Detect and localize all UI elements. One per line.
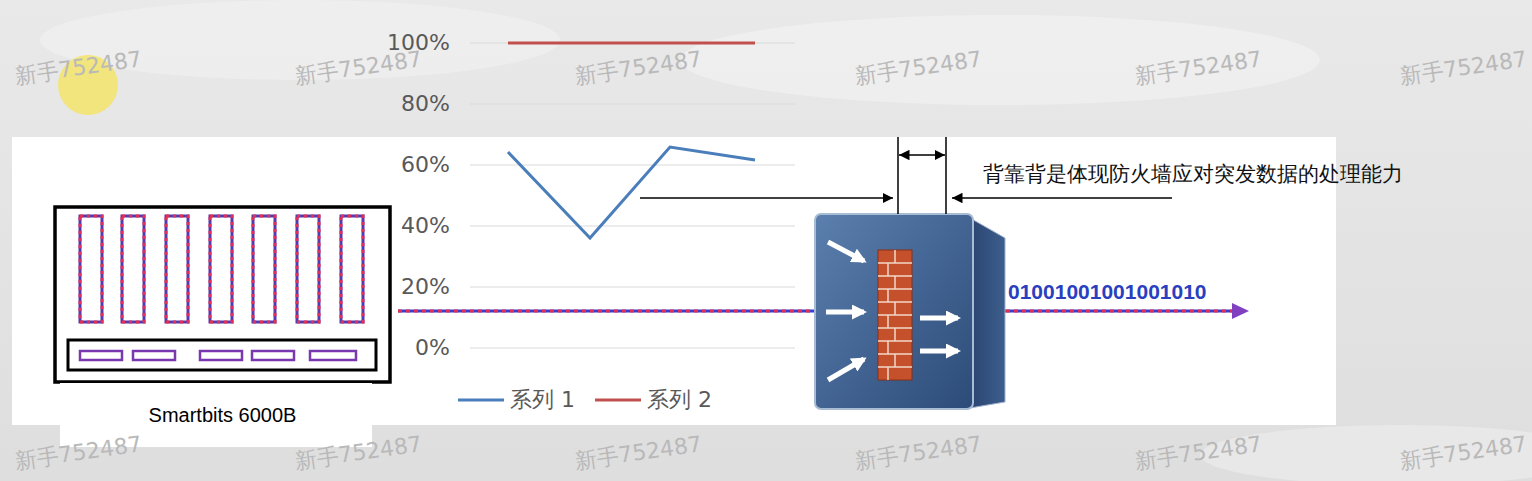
gridline (470, 103, 795, 104)
axis-label: 60% (370, 152, 450, 178)
slot-dash (297, 216, 319, 322)
brick-mortar (878, 250, 912, 380)
mortar (894, 354, 896, 367)
slot-dash (341, 216, 363, 322)
flow-arrow (828, 242, 864, 261)
legend-text: 系列 2 (647, 387, 712, 413)
series-1-line (508, 147, 755, 238)
series-2-line (508, 42, 755, 45)
device-label: Smartbits 6000B (149, 403, 297, 427)
legend-swatch (458, 387, 504, 413)
legend-swatch (595, 387, 641, 413)
slot-dash (122, 216, 144, 322)
flow-arrow (920, 349, 958, 354)
slot-dash (166, 216, 188, 322)
legend-entry: 系列 1 (458, 387, 575, 413)
flow-arrow (828, 359, 864, 380)
slot-dash (253, 216, 275, 322)
device-ports (80, 351, 356, 360)
flow-arrow (920, 316, 958, 321)
slot-dash (210, 216, 232, 322)
slot (80, 216, 102, 322)
device-slots-dash (80, 216, 363, 322)
slot (166, 216, 188, 322)
traffic-arrowhead (1232, 303, 1249, 319)
gridline (470, 347, 795, 348)
device-housing (55, 207, 390, 382)
slot (253, 216, 275, 322)
axis-label: 40% (370, 213, 450, 239)
gridline (470, 225, 795, 226)
cloud (680, 15, 1320, 105)
gridline (470, 42, 795, 43)
port (310, 351, 356, 360)
dimension-arrow (899, 154, 945, 156)
legend-text: 系列 1 (510, 387, 575, 413)
axis-label: 80% (370, 91, 450, 117)
brick-wall (878, 250, 912, 380)
pointer-arrow (952, 197, 1172, 199)
firewall-front (815, 214, 973, 409)
legend-line (458, 399, 504, 402)
slot (122, 216, 144, 322)
mortar (894, 250, 896, 263)
port (200, 351, 242, 360)
port (133, 351, 175, 360)
slot (341, 216, 363, 322)
device-port-bay (68, 340, 376, 370)
port (80, 351, 122, 360)
flow-arrows (826, 242, 958, 380)
gridline (470, 286, 795, 287)
mortar (894, 302, 896, 315)
mortar (887, 341, 889, 354)
dimension-line (945, 137, 947, 214)
gridlines (470, 43, 795, 348)
bitstream: 01001001001001010 (1008, 279, 1207, 304)
mortar (887, 263, 889, 276)
device-box: Smartbits 6000B (55, 207, 390, 447)
axis-label: 20% (370, 274, 450, 300)
dimension-line (897, 137, 899, 214)
legend-line (595, 399, 641, 402)
port (252, 351, 294, 360)
axis-label: 0% (370, 335, 450, 361)
device-slots (80, 216, 363, 322)
legend-entry: 系列 2 (595, 387, 712, 413)
mortar (887, 289, 889, 302)
mortar (887, 367, 889, 380)
mortar (894, 276, 896, 289)
mortar (887, 315, 889, 328)
slot (297, 216, 319, 322)
flow-arrow (826, 310, 864, 315)
mortar (894, 328, 896, 341)
firewall-side (970, 218, 1005, 408)
annotation: 背靠背是体现防火墙应对突发数据的处理能力 (983, 162, 1403, 187)
slot (210, 216, 232, 322)
slot-dash (80, 216, 102, 322)
pointer-arrow (640, 197, 893, 199)
